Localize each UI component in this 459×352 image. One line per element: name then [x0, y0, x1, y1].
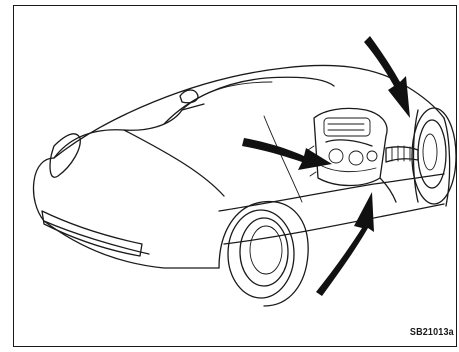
mirror	[180, 90, 198, 103]
engine-icon	[306, 108, 418, 202]
figure-code: SB21013a	[410, 327, 454, 338]
figure-frame: SB21013a	[13, 5, 457, 347]
windshield	[164, 77, 334, 124]
car-illustration	[14, 6, 458, 348]
arrow-icon-bottom	[316, 192, 374, 296]
headlamp	[50, 134, 80, 177]
front-wheel-icon	[219, 202, 308, 306]
arrow-icon-left	[242, 138, 332, 170]
car-outline-icon	[33, 65, 444, 268]
side-line	[219, 174, 444, 211]
